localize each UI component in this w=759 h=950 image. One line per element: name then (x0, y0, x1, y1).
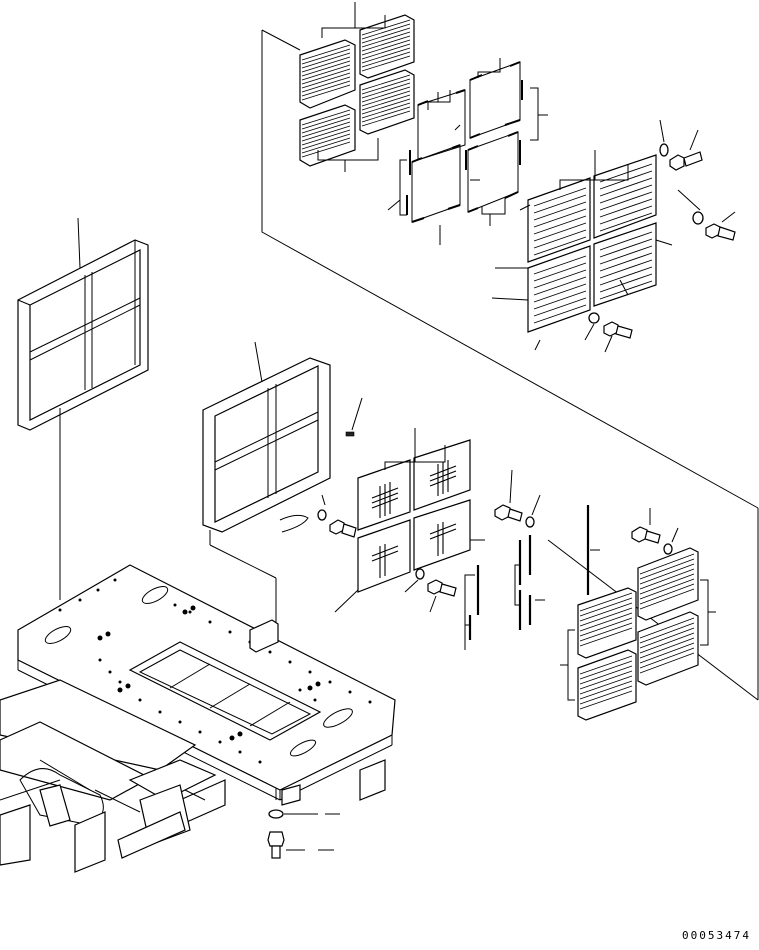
bolt-icon (631, 526, 661, 544)
seal-strip-group (464, 505, 600, 650)
explode-boundary-lower (547, 539, 759, 701)
bolt-icon (329, 519, 357, 538)
bolt-icon (603, 321, 633, 339)
bolt-set-upper (584, 119, 736, 353)
louver-block-2 (359, 14, 415, 79)
bolt-icon (669, 151, 703, 171)
louver-block-group-top (299, 2, 415, 172)
bolt-icon (267, 831, 285, 859)
explode-boundary-upper (261, 30, 759, 509)
louver-block-3 (299, 104, 356, 167)
radiator-frame-left (17, 217, 149, 600)
bolt-icon (705, 223, 736, 241)
revolving-frame (0, 564, 396, 873)
mesh-screen-group (334, 428, 485, 613)
document-number: 00053474 (682, 929, 751, 942)
bolt-set-center (494, 469, 679, 555)
seal-frame-group (387, 58, 548, 245)
bolt-set-lower (267, 809, 340, 859)
grille-panel-group (491, 150, 673, 351)
louver-block-4 (359, 69, 415, 135)
louver-block-1 (299, 39, 356, 109)
louver-block-group-lower (560, 547, 716, 721)
explode-boundary-top (261, 29, 301, 51)
bolt-icon (427, 579, 457, 597)
center-mount-frame (202, 341, 363, 800)
bolt-icon (494, 504, 523, 522)
